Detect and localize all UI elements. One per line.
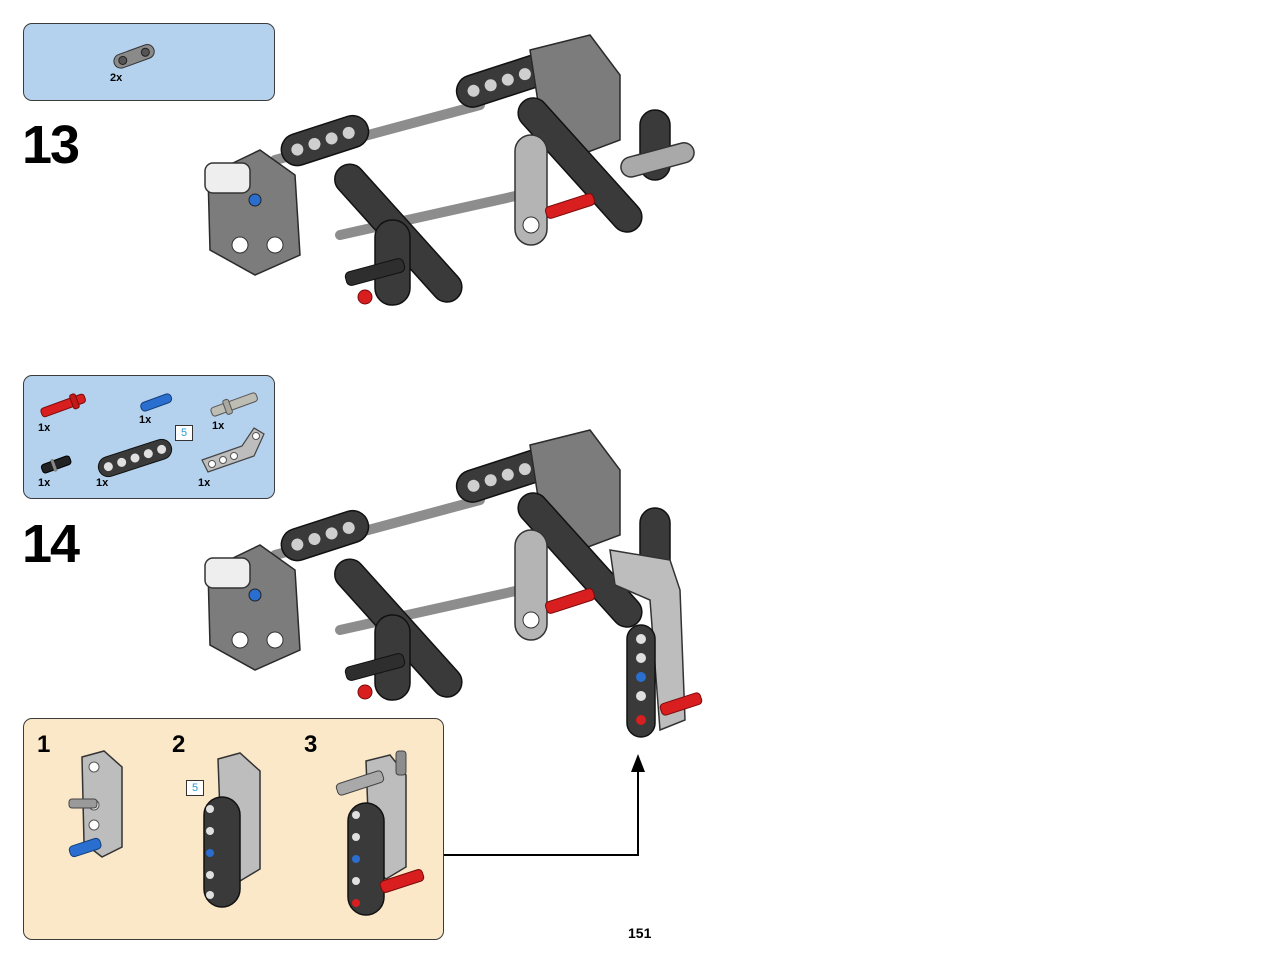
gray-pin-connector-icon [113,44,155,69]
red-axle-pin-icon [40,393,86,418]
substep-1-illustration [68,750,123,858]
step-number: 14 [22,514,80,574]
black-pin-icon [40,455,72,474]
part-qty: 1x [139,414,152,426]
chassis-model-step-13 [204,34,695,306]
step-number: 13 [22,115,80,175]
blue-pin-icon [140,393,173,412]
assembly-arrow [444,754,645,856]
page-number: 151 [628,925,652,941]
substep-number: 1 [37,731,51,758]
parts-callout-step-14: 1x 1x 1x 1x 5 1x 1x [23,375,275,499]
subassembly-callout: 1 2 5 3 [23,718,444,940]
part-qty: 2x [110,72,123,84]
blue-pin [248,193,262,207]
part-qty: 1x [212,420,225,432]
part-qty: 1x [198,477,211,489]
substep-2-illustration [203,752,261,908]
substep-number: 2 [172,731,186,758]
length-badge: 5 [175,425,193,441]
part-qty: 1x [38,422,51,434]
substep-3-illustration [335,750,425,916]
white-connector [204,162,251,194]
red-pin [544,193,596,219]
substep-number: 3 [304,731,318,758]
part-qty: 1x [96,477,109,489]
black-beam-5-icon [97,438,173,478]
tan-axle-pin-icon [210,392,258,417]
axle [335,190,525,240]
gray-angled-beam-icon [201,427,265,473]
parts-callout-step-13: 2x [23,23,275,101]
chassis-model-step-14 [204,429,703,738]
length-badge: 5 [186,780,204,796]
part-qty: 1x [38,477,51,489]
